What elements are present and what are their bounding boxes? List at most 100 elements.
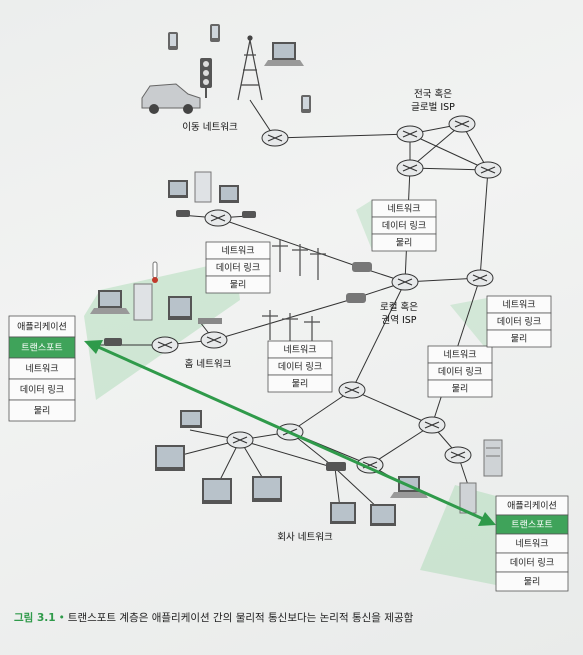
router-stack-4-layer-label: 물리: [452, 384, 469, 395]
left-host-highlight: [84, 260, 240, 400]
router-stack-1-layer: 데이터 링크: [371, 216, 437, 235]
host-stack-left-layer: 트랜스포트: [8, 336, 76, 359]
router-stack-4-layer: 물리: [427, 379, 493, 398]
router-stack-3-layer-label: 물리: [292, 379, 309, 390]
router-stack-5-layer: 네트워크: [486, 295, 552, 314]
host-stack-right-layer-label: 네트워크: [515, 539, 548, 550]
router-icon: [261, 129, 289, 147]
desktop-icon-ent-2: [155, 445, 185, 471]
host-stack-right-layer: 물리: [495, 571, 569, 592]
cell-tower-icon: [237, 35, 263, 101]
router-stack-2-layer-label: 물리: [230, 280, 247, 291]
router-icon: [444, 446, 472, 464]
router-stack-4-layer: 네트워크: [427, 345, 493, 364]
smartphone-icon-3: [301, 95, 311, 113]
router-stack-highlight-1: [356, 200, 372, 250]
host-stack-left-layer-label: 데이터 링크: [20, 384, 64, 396]
router-icon: [200, 331, 228, 349]
host-stack-left-layer-label: 애플리케이션: [17, 322, 67, 333]
host-stack-right-layer-label: 데이터 링크: [510, 557, 554, 569]
router-stack-highlight-2: [450, 298, 487, 350]
server-icon: [483, 439, 503, 477]
host-stack-left-layer: 데이터 링크: [8, 378, 76, 401]
router-stack-1-layer: 물리: [371, 233, 437, 252]
desktop-icon-ent-6: [370, 504, 396, 526]
router-stack-2-layer-label: 네트워크: [221, 246, 254, 257]
switch-icon-2: [242, 211, 256, 218]
smartphone-icon: [168, 32, 178, 50]
desktop-icon-2: [219, 185, 239, 203]
router-icon: [226, 431, 254, 449]
router-stack-2-layer: 물리: [205, 275, 271, 294]
router-icon: [396, 125, 424, 143]
routers: [151, 115, 502, 474]
desktop-icon-ent-1: [180, 410, 202, 428]
router-stack-3-layer-label: 네트워크: [283, 345, 316, 356]
router-stack-1-layer: 네트워크: [371, 199, 437, 218]
host-stack-left-layer-label: 네트워크: [25, 364, 58, 375]
router-icon: [356, 456, 384, 474]
modem-icon-2: [346, 293, 366, 303]
label-national-isp-1: 전국 혹은: [414, 88, 452, 100]
router-stack-2-layer-label: 데이터 링크: [216, 262, 260, 274]
router-stack-2-layer: 데이터 링크: [205, 258, 271, 277]
router-stack-5-layer-label: 네트워크: [502, 300, 535, 311]
label-local-isp-2: 권역 ISP: [381, 314, 416, 326]
figure-number: 그림 3.1: [14, 612, 56, 624]
desktop-icon: [168, 180, 188, 198]
host-stack-right-layer-label: 물리: [524, 577, 541, 588]
router-stack-3-layer: 네트워크: [267, 340, 333, 359]
host-stack-right-layer-label: 애플리케이션: [507, 501, 557, 512]
switch-icon-ent: [326, 462, 346, 471]
router-stack-4-layer: 데이터 링크: [427, 362, 493, 381]
utility-poles-icon: [262, 240, 326, 346]
router-icon: [338, 381, 366, 399]
router-icon: [466, 269, 494, 287]
router-stack-2-layer: 네트워크: [205, 241, 271, 260]
router-icon: [151, 336, 179, 354]
network-diagram: 이동 네트워크 전국 혹은 글로벌 ISP 로컬 혹은 권역 ISP 홈 네트워…: [8, 24, 569, 592]
router-stack-1-layer-label: 네트워크: [387, 204, 420, 215]
modem-icon: [352, 262, 372, 272]
host-stack-right-layer: 애플리케이션: [495, 495, 569, 516]
label-mobile-network: 이동 네트워크: [182, 122, 238, 133]
label-enterprise-network: 회사 네트워크: [277, 532, 333, 543]
router-stack-1-layer-label: 데이터 링크: [382, 220, 426, 232]
smartphone-icon-2: [210, 24, 220, 42]
router-icon: [418, 416, 446, 434]
desktop-icon-home: [168, 296, 192, 320]
keyboard-icon: [198, 318, 222, 324]
traffic-light-icon: [200, 58, 212, 98]
laptop-icon-home: [90, 290, 130, 314]
router-icon: [396, 159, 424, 177]
fridge-icon: [194, 171, 212, 203]
logical-transport-arrow: [84, 340, 496, 526]
router-stack-3-layer-label: 데이터 링크: [278, 361, 322, 373]
host-stack-left-layer: 네트워크: [8, 357, 76, 380]
router-stack-3-layer: 물리: [267, 374, 333, 393]
host-stack-left-layer: 애플리케이션: [8, 315, 76, 338]
router-icon: [474, 161, 502, 179]
router-box-home: [104, 338, 122, 346]
host-stack-right-layer: 데이터 링크: [495, 552, 569, 573]
label-home-network: 홈 네트워크: [185, 358, 232, 370]
switch-icon: [176, 210, 190, 217]
host-stack-left-layer-label: 트랜스포트: [21, 343, 62, 354]
label-local-isp-1: 로컬 혹은: [380, 301, 418, 313]
router-stack-4-layer-label: 데이터 링크: [438, 366, 482, 378]
router-stack-5-layer-label: 물리: [511, 334, 528, 345]
fridge-icon-home: [133, 283, 153, 321]
laptop-icon: [264, 42, 304, 66]
host-stack-left-layer: 물리: [8, 399, 76, 422]
host-stack-left-layer-label: 물리: [34, 406, 51, 417]
label-national-isp-2: 글로벌 ISP: [411, 102, 455, 113]
figure-caption-text: 트랜스포트 계층은 애플리케이션 간의 물리적 통신보다는 논리적 통신을 제공…: [67, 612, 414, 624]
